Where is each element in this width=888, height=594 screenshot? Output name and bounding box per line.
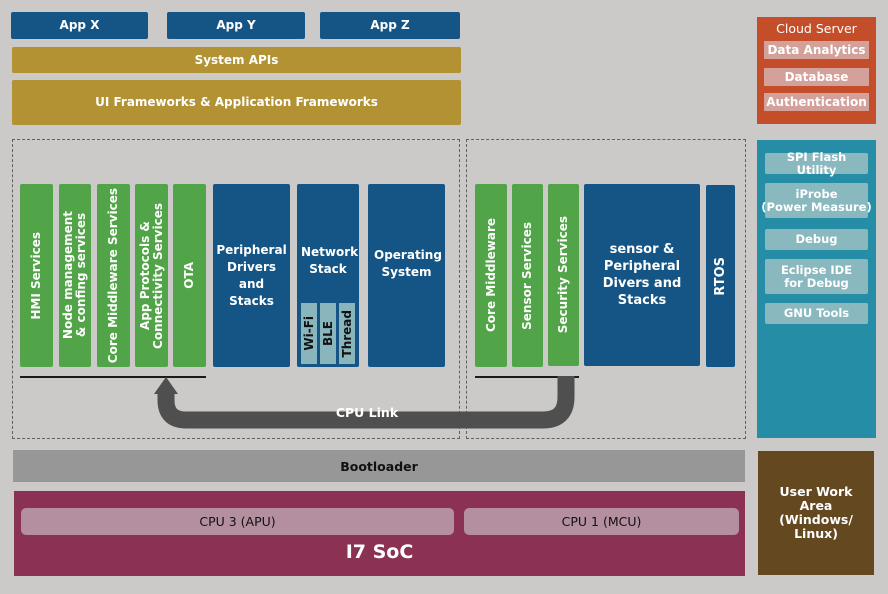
app-y-label: App Y (216, 18, 256, 32)
tools-panel: SPI Flash Utility iProbe (Power Measure)… (757, 140, 876, 438)
bootloader-label: Bootloader (340, 458, 418, 474)
cpu-apu-block: CPU 3 (APU) (21, 508, 454, 535)
thread-block: Thread (339, 303, 355, 364)
user-work-area-block: User Work Area (Windows/ Linux) (758, 451, 874, 575)
gnu-tools-block: GNU Tools (765, 303, 868, 324)
mcu-software-container (466, 139, 746, 439)
cpu-apu-label: CPU 3 (APU) (199, 514, 276, 529)
sensor-services-block: Sensor Services (512, 184, 543, 367)
wifi-block: Wi-Fi (301, 303, 317, 364)
peripheral-drivers-block: Peripheral Drivers and Stacks (213, 184, 290, 367)
debug-block: Debug (765, 229, 868, 250)
spi-flash-utility-block: SPI Flash Utility (765, 149, 868, 177)
app-x-label: App X (59, 18, 100, 32)
data-analytics-block: Data Analytics (764, 41, 869, 59)
cloud-server-title: Cloud Server (776, 21, 857, 36)
core-middleware-services-block: Core Middleware Services (97, 184, 130, 367)
cpu-mcu-block: CPU 1 (MCU) (464, 508, 739, 535)
user-work-area-label: User Work Area (Windows/ Linux) (779, 484, 853, 541)
sensor-drivers-block: sensor & Peripheral Divers and Stacks (584, 184, 700, 366)
network-stack-label: Network Stack (301, 245, 359, 276)
cloud-server-block: Cloud Server Data Analytics Database Aut… (757, 17, 876, 124)
peripheral-drivers-label: Peripheral Drivers and Stacks (216, 242, 287, 308)
network-stack-block: Network Stack Wi-Fi BLE Thread (297, 184, 359, 367)
app-z-label: App Z (370, 18, 410, 32)
spi-flash-utility-label: SPI Flash Utility (786, 149, 847, 177)
mcu-services-baseline (475, 376, 579, 378)
cpu-link-path (157, 376, 575, 429)
cpu-link-label: CPU Link (335, 405, 399, 420)
frameworks-label: UI Frameworks & Application Frameworks (95, 95, 378, 109)
debug-label: Debug (795, 232, 838, 246)
security-services-block: Security Services (548, 184, 579, 366)
hmi-services-block: HMI Services (20, 184, 53, 367)
frameworks-block: UI Frameworks & Application Frameworks (12, 80, 461, 125)
node-management-block: Node management & confing services (59, 184, 91, 367)
app-protocols-block: App Protocols & Connectivity Services (135, 184, 168, 367)
cpu-mcu-label: CPU 1 (MCU) (561, 514, 642, 529)
gnu-tools-label: GNU Tools (783, 306, 850, 320)
ota-block: OTA (173, 184, 206, 367)
mcu-core-middleware-block: Core Middleware (475, 184, 507, 367)
ble-block: BLE (320, 303, 336, 364)
rtos-block: RTOS (706, 185, 735, 367)
iprobe-block: iProbe (Power Measure) (761, 183, 872, 218)
database-label: Database (784, 70, 849, 84)
soc-block: CPU 3 (APU) CPU 1 (MCU) I7 SoC (14, 491, 745, 576)
sensor-drivers-label: sensor & Peripheral Divers and Stacks (602, 242, 682, 308)
eclipse-ide-block: Eclipse IDE for Debug (765, 259, 868, 294)
apu-software-container (12, 139, 460, 439)
iprobe-label: iProbe (Power Measure) (761, 186, 872, 214)
bootloader-block: Bootloader (13, 450, 745, 482)
operating-system-label: Operating System (374, 248, 442, 279)
app-x-block: App X (11, 12, 148, 39)
authentication-label: Authentication (766, 95, 867, 109)
system-apis-block: System APIs (12, 47, 461, 73)
database-block: Database (764, 68, 869, 86)
cpu-link-arrowhead-icon (154, 377, 178, 394)
app-y-block: App Y (167, 12, 305, 39)
system-apis-label: System APIs (194, 52, 279, 67)
eclipse-ide-label: Eclipse IDE for Debug (780, 262, 853, 290)
authentication-block: Authentication (764, 93, 869, 111)
data-analytics-label: Data Analytics (767, 43, 866, 57)
app-z-block: App Z (320, 12, 460, 39)
soc-name-label: I7 SoC (345, 541, 414, 563)
operating-system-block: Operating System (368, 184, 445, 367)
apu-services-baseline (20, 376, 206, 378)
